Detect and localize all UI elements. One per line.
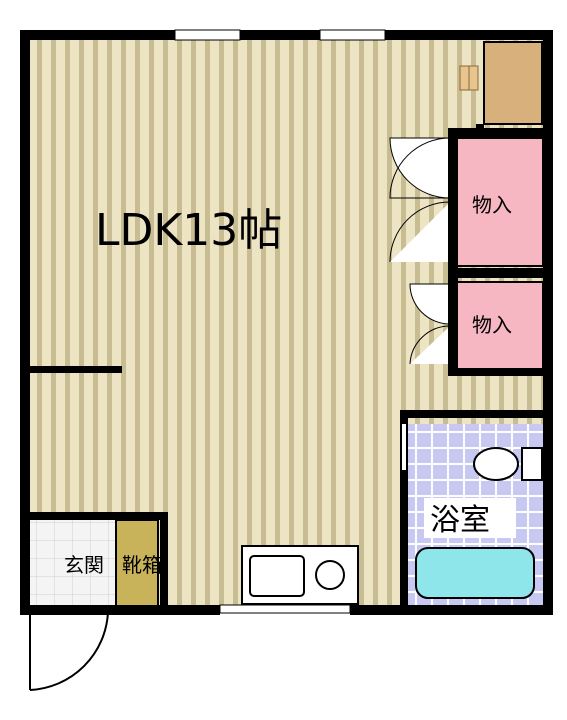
closet-doors <box>389 137 451 365</box>
bath-label: 浴室 <box>430 503 490 538</box>
kitchen-counter <box>241 545 359 605</box>
closet-upper-label: 物入 <box>472 193 512 217</box>
walls <box>20 30 553 615</box>
closet-lower <box>456 281 544 371</box>
shoe-box-label: 靴箱 <box>122 553 162 577</box>
storage-top-right <box>483 41 543 125</box>
entrance-label: 玄関 <box>64 553 104 577</box>
closet-upper <box>456 137 544 267</box>
windows <box>174 29 386 614</box>
entrance-floor <box>30 520 116 608</box>
ldk-label: LDK13帖 <box>95 205 282 256</box>
bathtub <box>415 547 535 599</box>
toilet-icon <box>473 447 543 481</box>
entrance-door <box>29 611 109 691</box>
closet-lower-label: 物入 <box>472 313 512 337</box>
